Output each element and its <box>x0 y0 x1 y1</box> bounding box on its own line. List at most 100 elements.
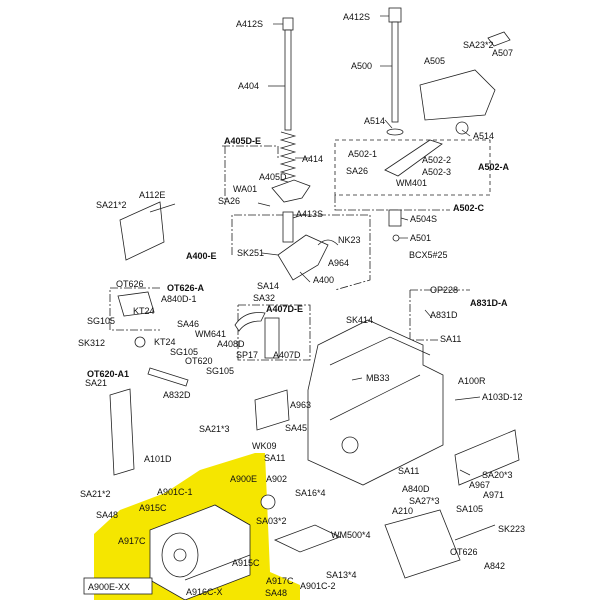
callout-a413s: A413S <box>296 209 323 219</box>
callout-a505: A505 <box>424 56 445 66</box>
lever-a408d <box>234 312 266 332</box>
callout-a502-2: A502-2 <box>422 155 451 165</box>
plate-a901c2 <box>273 524 342 553</box>
callout-sa16: SA16*4 <box>295 488 326 498</box>
callout-a840d: A840D-1 <box>161 294 197 304</box>
callout-a900e: A900E <box>230 474 257 484</box>
callout-sp17: SP17 <box>236 350 258 360</box>
bracket-a101d <box>109 388 135 476</box>
housing-hole <box>341 436 359 454</box>
callout-a500: A500 <box>351 61 372 71</box>
frame-ot626a <box>109 287 160 331</box>
lever-a832d <box>147 367 189 387</box>
callout-sa46: SA46 <box>177 319 199 329</box>
callout-a408d: A408D <box>217 339 245 349</box>
callout-sg105-2: SG105 <box>170 347 198 357</box>
callout-sg105-1: SG105 <box>87 316 115 326</box>
assembly-label: A900E-XX <box>88 582 130 592</box>
housing-inner <box>329 336 431 421</box>
callout-sa26-left: SA26 <box>218 196 240 206</box>
callout-a832d: A832D <box>163 390 191 400</box>
leader-lines <box>149 15 481 476</box>
callout-sk251: SK251 <box>237 248 264 258</box>
callout-sa03: SA03*2 <box>256 516 287 526</box>
bracket-ot626 <box>117 291 155 317</box>
callout-sa105: SA105 <box>456 504 483 514</box>
callout-op228: OP228 <box>430 285 458 295</box>
callout-labels: A412S A412S A507 SA23*2 A505 A500 A404 A… <box>78 12 525 598</box>
clip-nk23 <box>317 239 339 246</box>
callout-sa14: SA14 <box>257 281 279 291</box>
callout-sa32: SA32 <box>253 293 275 303</box>
callout-kt24-1: KT24 <box>133 306 155 316</box>
callout-a915c-1: A915C <box>139 503 167 513</box>
callout-a502-3: A502-3 <box>422 167 451 177</box>
callout-a915c-2: A915C <box>232 558 260 568</box>
callout-ot626b: OT626 <box>450 547 478 557</box>
plate-a964 <box>277 234 329 281</box>
callout-kt24-2: KT24 <box>154 337 176 347</box>
callout-a101d: A101D <box>144 454 172 464</box>
callout-a831d: A831D <box>430 310 458 320</box>
callout-sk223: SK223 <box>498 524 525 534</box>
callout-sa45: SA45 <box>285 423 307 433</box>
callout-ot626a: OT626-A <box>167 283 205 293</box>
callout-sk414: SK414 <box>346 315 373 325</box>
frame-a502c <box>334 195 450 211</box>
collar-a514 <box>455 121 469 135</box>
callout-sa11-3: SA11 <box>398 466 419 476</box>
callout-a964: A964 <box>328 258 349 268</box>
rod-a412s-right <box>388 7 402 23</box>
callout-sa21-2: SA21*2 <box>96 200 127 210</box>
callout-wk09: WK09 <box>252 441 277 451</box>
callout-sa23: SA23*2 <box>463 40 494 50</box>
rod-a413s <box>282 211 294 243</box>
callout-sa27: SA27*3 <box>409 496 440 506</box>
assembly-label-box <box>83 577 153 595</box>
callout-sa48-2: SA48 <box>265 588 287 598</box>
callout-a502a: A502-A <box>478 162 510 172</box>
callout-a963: A963 <box>290 400 311 410</box>
callout-a112e: A112E <box>139 190 165 200</box>
callout-a400: A400 <box>313 275 334 285</box>
callout-a967: A967 <box>469 480 490 490</box>
cover-plate-a112e <box>119 201 165 261</box>
frame-a405de <box>222 145 279 158</box>
pedal-a210 <box>384 509 461 579</box>
fitting-a507 <box>487 31 511 47</box>
callout-a507: A507 <box>492 48 513 58</box>
callout-sa20-3: SA20*3 <box>482 470 513 480</box>
housing-a100r <box>307 319 444 486</box>
callout-sa11-1: SA11 <box>440 334 461 344</box>
callout-a407de: A407D-E <box>266 304 303 314</box>
callout-a502-1: A502-1 <box>348 149 377 159</box>
callout-a405de: A405D-E <box>224 136 261 146</box>
callout-a514-1: A514 <box>364 116 385 126</box>
lever-a502 <box>384 139 443 177</box>
cylinder-a505 <box>419 69 496 121</box>
callout-a840d2: A840D <box>402 484 430 494</box>
callout-a407d: A407D <box>273 350 301 360</box>
bracket-a405d <box>271 179 311 203</box>
callout-sa21-2b: SA21*2 <box>80 489 111 499</box>
callout-wm641: WM641 <box>195 329 226 339</box>
callout-a100r: A100R <box>458 376 486 386</box>
frame-a502-group <box>334 139 491 196</box>
spring-kt24 <box>134 336 146 348</box>
callout-sa11-2: SA11 <box>264 453 285 463</box>
callout-sg105-3: SG105 <box>206 366 234 376</box>
callout-a501: A501 <box>410 233 431 243</box>
callout-a210: A210 <box>392 506 413 516</box>
screw-a501 <box>392 234 400 242</box>
callout-a916c: A916C-X <box>186 587 223 597</box>
frame-a400e <box>231 214 371 291</box>
callout-a514-2: A514 <box>473 131 494 141</box>
callout-ot620a: OT620-A1 <box>87 369 129 379</box>
pulley-a902 <box>260 494 276 510</box>
callout-ot620: OT620 <box>185 356 213 366</box>
callout-a400e: A400-E <box>186 251 217 261</box>
callout-a414: A414 <box>302 154 323 164</box>
callout-a502c: A502-C <box>453 203 485 213</box>
rod-a412s-left <box>282 17 294 31</box>
callout-ot626: OT626 <box>116 279 144 289</box>
